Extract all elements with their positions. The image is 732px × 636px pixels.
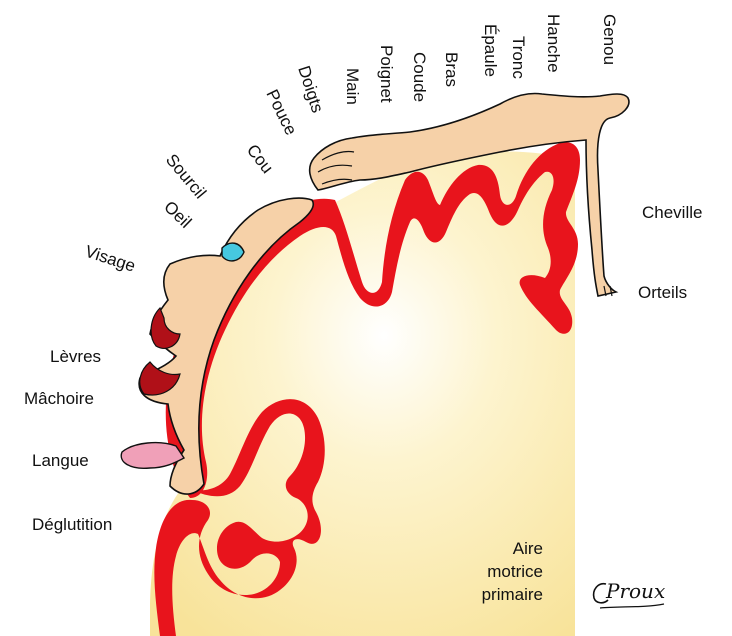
label-cheville: Cheville <box>642 203 702 222</box>
artist-signature: Proux <box>594 579 666 608</box>
label-deglutition: Déglutition <box>32 515 112 534</box>
label-hanche: Hanche <box>544 14 563 73</box>
area-label-line-2: motrice <box>487 562 543 581</box>
label-poignet: Poignet <box>377 45 396 103</box>
label-orteils: Orteils <box>638 283 687 302</box>
label-machoire: Mâchoire <box>24 389 94 408</box>
label-oeil: Oeil <box>160 197 195 232</box>
area-label-line-3: primaire <box>482 585 543 604</box>
label-langue: Langue <box>32 451 89 470</box>
label-bras: Bras <box>442 52 461 87</box>
label-coude: Coude <box>410 52 429 102</box>
area-label-line-1: Aire <box>513 539 543 558</box>
label-genou: Genou <box>600 14 619 65</box>
label-visage: Visage <box>83 242 138 276</box>
label-sourcil: Sourcil <box>162 150 210 202</box>
label-tronc: Tronc <box>509 36 528 79</box>
label-main: Main <box>343 68 362 105</box>
label-cou: Cou <box>243 141 277 177</box>
label-epaule: Épaule <box>481 24 500 77</box>
label-doigts: Doigts <box>294 63 327 115</box>
label-pouce: Pouce <box>262 86 300 138</box>
label-levres: Lèvres <box>50 347 101 366</box>
svg-text:Proux: Proux <box>605 579 665 603</box>
